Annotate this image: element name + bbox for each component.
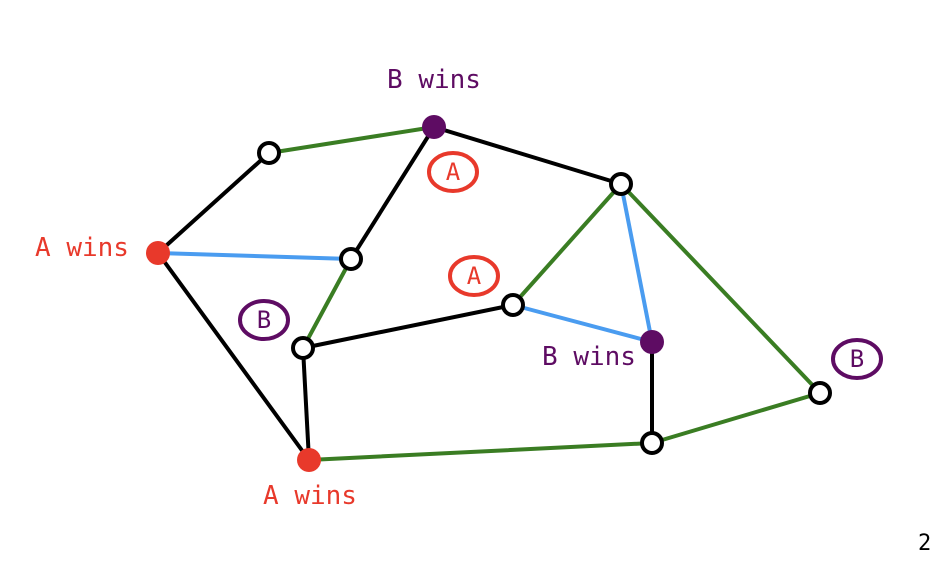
node-center-mid	[501, 293, 525, 317]
edge-b-top-right-top	[432, 125, 623, 186]
mark-b-right: B	[831, 338, 883, 380]
a-left-wins-label: A wins	[35, 233, 129, 263]
edge-bottom-right-far-right	[650, 391, 822, 445]
node-bottom-right	[640, 431, 664, 455]
mark-b-left: B	[238, 299, 290, 341]
node-center-upper	[339, 247, 363, 271]
edge-a-bottom-bottom-right	[307, 441, 654, 462]
b-mid-wins-label: B wins	[542, 342, 636, 372]
edge-right-top-b-mid	[619, 182, 654, 344]
b-top-wins-label: B wins	[387, 65, 481, 95]
mark-a-upper: A	[427, 151, 479, 193]
edges	[156, 125, 822, 462]
page-number: 2	[918, 531, 931, 556]
mark-a-center: A	[448, 255, 500, 297]
node-left-mid	[291, 336, 315, 360]
edge-a-left-center-upper	[156, 251, 353, 261]
node-b-top	[422, 115, 446, 139]
mark-a-center-text: A	[467, 262, 482, 290]
nodes	[146, 115, 832, 472]
node-b-mid	[640, 330, 664, 354]
edge-top-left-a-left	[156, 151, 271, 255]
edge-center-upper-left-mid	[301, 257, 353, 350]
edge-left-mid-center-mid	[301, 303, 515, 350]
edge-b-top-center-upper	[349, 125, 436, 261]
node-a-bottom	[297, 448, 321, 472]
edge-right-top-far-right	[619, 182, 822, 395]
mark-b-left-text: B	[257, 306, 271, 334]
node-right-top	[609, 172, 633, 196]
edge-top-left-b-top	[267, 125, 436, 155]
edge-a-left-a-bottom	[156, 251, 311, 462]
node-top-left	[257, 141, 281, 165]
a-bottom-wins-label: A wins	[263, 481, 357, 511]
mark-a-upper-text: A	[446, 158, 461, 186]
mark-b-right-text: B	[850, 345, 864, 373]
edge-left-mid-a-bottom	[301, 346, 311, 462]
node-far-right	[808, 381, 832, 405]
node-a-left	[146, 241, 170, 265]
edge-center-mid-right-top	[511, 182, 623, 307]
edge-center-mid-b-mid	[511, 303, 654, 344]
